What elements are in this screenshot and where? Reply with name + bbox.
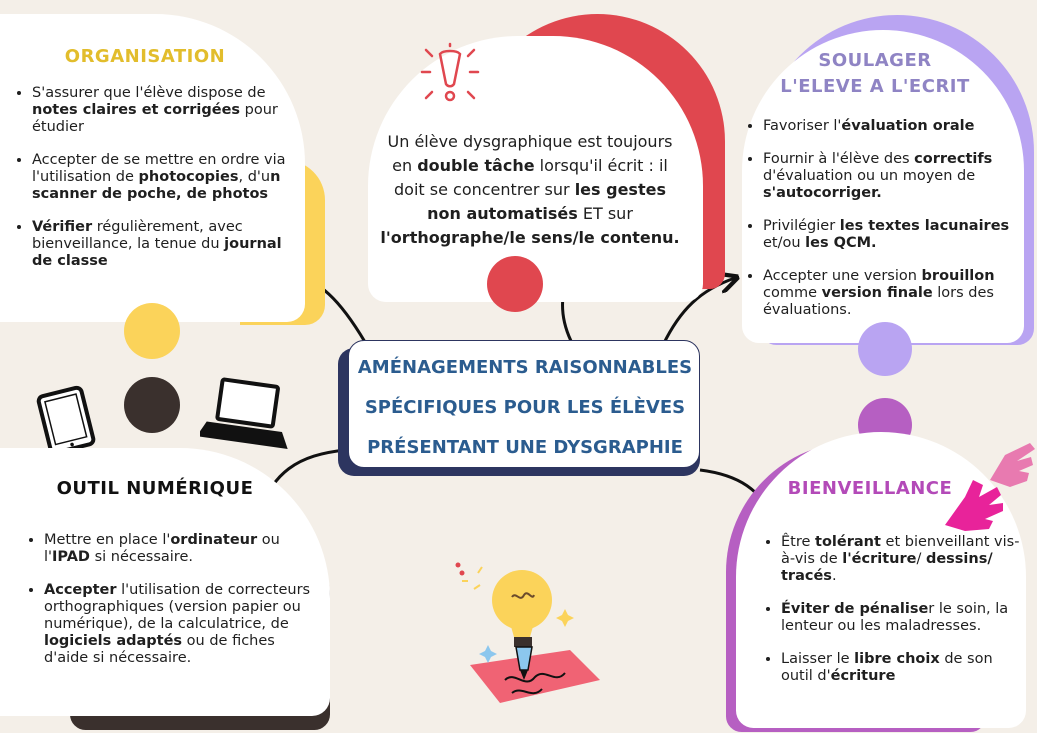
numerique-item-2: Accepter l'utilisation de correcteurs or… [44,582,318,667]
bienveillance-item-1: Être tolérant et bienveillant vis-à-vis … [781,534,1025,585]
bienveillance-title: BIENVEILLANCE [787,478,953,499]
bienveillance-item-2: Éviter de pénaliser le soin, la lenteur … [781,601,1025,635]
pen-icon [515,646,533,680]
soulager-item-1: Favoriser l'évaluation orale [763,118,1025,135]
laptop-icon [200,377,288,449]
red-dot [487,256,543,312]
center-title: AMÉNAGEMENTS RAISONNABLES SPÉCIFIQUES PO… [350,348,700,468]
center-box [348,340,700,468]
center-title-line2: SPÉCIFIQUES POUR LES ÉLÈVES [364,397,686,418]
numerique-list: Mettre en place l'ordinateur ou l'IPAD s… [26,532,318,683]
lightbulb-icon [492,570,552,647]
bienveillance-item-3: Laisser le libre choix de son outil d'éc… [781,651,1025,685]
organisation-list: S'assurer que l'élève dispose de notes c… [14,85,299,286]
center-title-line1: AMÉNAGEMENTS RAISONNABLES [357,357,693,378]
soulager-item-3: Privilégier les textes lacunaires et/ou … [763,218,1025,252]
organisation-card [0,14,305,322]
lightbulb-illustration [455,562,600,703]
lavender-dot [858,322,912,376]
soulager-title: SOULAGER L'ELEVE A L'ECRIT [770,48,980,100]
top-text: Un élève dysgraphique est toujours en do… [380,132,680,247]
exclamation-icon [420,42,480,102]
numerique-item-1: Mettre en place l'ordinateur ou l'IPAD s… [44,532,318,566]
soulager-item-2: Fournir à l'élève des correctifs d'évalu… [763,151,1025,202]
numerique-card [0,448,330,716]
organisation-item-3: Vérifier régulièrement, avec bienveillan… [32,219,299,270]
organisation-item-1: S'assurer que l'élève dispose de notes c… [32,85,299,136]
organisation-title: ORGANISATION [64,46,226,67]
soulager-title-line1: SOULAGER [818,50,932,71]
numerique-title: OUTIL NUMÉRIQUE [56,478,254,499]
soulager-card [742,30,1024,343]
yellow-dot [124,303,180,359]
bienveillance-list: Être tolérant et bienveillant vis-à-vis … [763,534,1025,701]
hand-light [990,443,1035,487]
dark-dot [124,377,180,433]
top-card [368,36,703,302]
bienveillance-card [736,432,1026,728]
soulager-title-line2: L'ELEVE A L'ECRIT [780,76,970,97]
hand-bright [945,480,1003,531]
arrow-to-soulager [661,278,735,346]
tablet-icon [36,385,96,455]
soulager-list: Favoriser l'évaluation orale Fournir à l… [745,118,1025,335]
hand-icon [945,443,1035,531]
soulager-item-4: Accepter une version brouillon comme ver… [763,268,1025,319]
center-title-line3: PRÉSENTANT UNE DYSGRAPHIE [367,437,683,458]
organisation-item-2: Accepter de se mettre en ordre via l'uti… [32,152,299,203]
